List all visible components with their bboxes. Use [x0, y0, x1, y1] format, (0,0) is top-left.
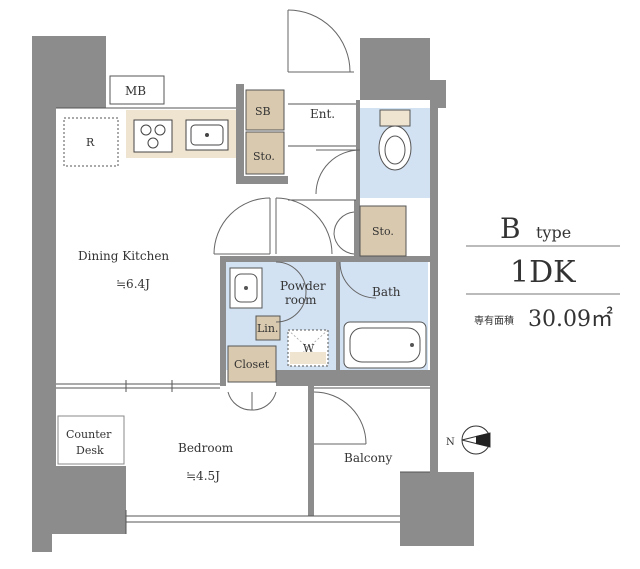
wall-entry-left: [236, 84, 244, 184]
counter-desk-area: [57, 415, 125, 465]
type-word: type: [536, 223, 571, 242]
shoe-box: [246, 90, 284, 130]
counter-desk-label-1: Counter: [66, 428, 112, 441]
washer-pan: [287, 329, 329, 367]
bathtub-icon: [343, 321, 427, 369]
sb-label: SB: [255, 105, 271, 118]
closet-door[interactable]: [227, 391, 277, 411]
balcony-door[interactable]: [313, 391, 367, 445]
bath-label: Bath: [372, 285, 401, 299]
area-label: 専有面積: [474, 314, 514, 327]
counter-desk-label-2: Desk: [76, 444, 104, 457]
powder-room-label-2: room: [285, 293, 317, 307]
wall-entry-bottom: [236, 176, 288, 184]
bedroom-size: ≒4.5J: [186, 469, 220, 483]
entrance-label: Ent.: [310, 107, 335, 121]
wall-wet-bottom: [276, 370, 432, 386]
closet-label: Closet: [234, 358, 270, 371]
dining-kitchen-label: Dining Kitchen: [78, 249, 169, 263]
wall-wet-top: [220, 256, 432, 262]
column-bottom-left: [32, 466, 126, 552]
mb-label: MB: [125, 84, 146, 98]
balcony-label: Balcony: [344, 451, 392, 465]
stove-icon: [133, 119, 173, 153]
bedroom-label: Bedroom: [178, 441, 234, 455]
wall-storage: [354, 200, 360, 260]
wall-bath-divider: [336, 262, 340, 372]
wall-bedroom-right: [308, 386, 314, 516]
entrance-door[interactable]: [287, 9, 354, 73]
wall-wet-left: [220, 256, 226, 386]
closet-area: [228, 346, 276, 382]
column-bottom-right: [400, 472, 474, 546]
refrigerator-label: R: [86, 136, 95, 149]
area-value: 30.09㎡: [528, 306, 613, 332]
wall-right: [430, 100, 438, 472]
linen-area: [256, 316, 280, 340]
type-letter: B: [500, 212, 521, 245]
compass-label: N: [446, 437, 455, 448]
column-top-right: [360, 38, 446, 108]
basin-icon: [229, 267, 263, 309]
mb-box: [109, 75, 165, 105]
compass-icon: [461, 425, 491, 455]
linen-label: Lin.: [257, 322, 278, 335]
storage-entry-label: Sto.: [253, 150, 275, 163]
toilet-icon: [378, 109, 412, 171]
wall-left: [32, 108, 56, 510]
column-top-left: [32, 36, 106, 112]
powder-room-label-1: Powder: [280, 279, 326, 293]
storage-entry: [246, 132, 284, 174]
layout-label: 1DK: [510, 255, 576, 290]
refrigerator-box: [63, 117, 119, 167]
storage-bath-area: [360, 206, 406, 256]
dining-kitchen-size: ≒6.4J: [116, 277, 150, 291]
washer-label: W: [303, 342, 315, 355]
dining-kitchen-door[interactable]: [213, 197, 333, 255]
toilet-door[interactable]: [315, 149, 361, 195]
storage-bath-label: Sto.: [372, 225, 394, 238]
